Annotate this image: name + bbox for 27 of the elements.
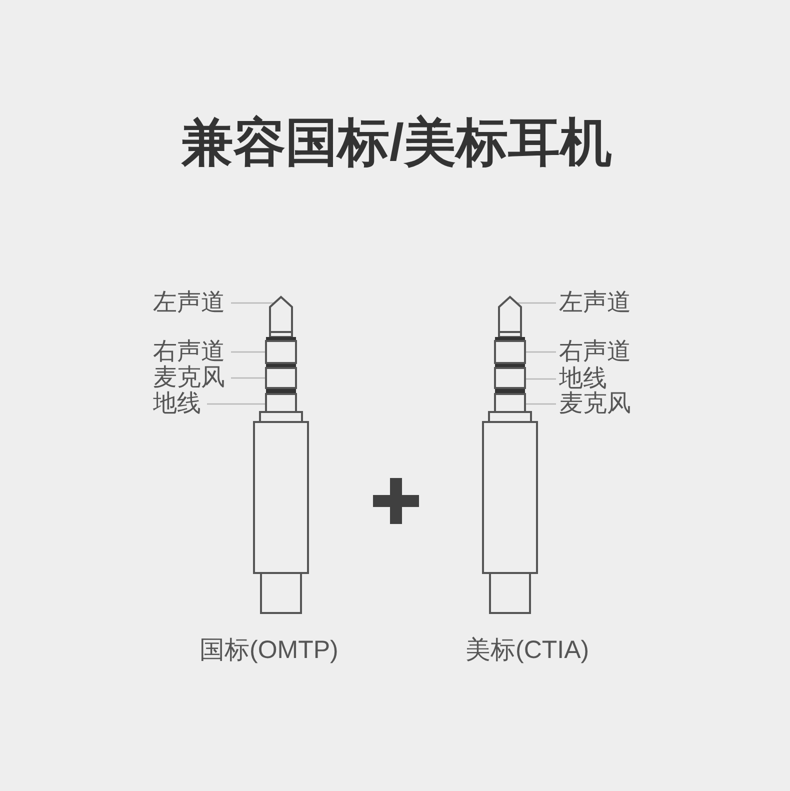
- leader-line: [231, 302, 274, 304]
- part-label: 麦克风: [559, 392, 631, 416]
- part-label: 右声道: [559, 340, 631, 364]
- part-label: 地线: [559, 367, 607, 391]
- part-label: 麦克风: [153, 366, 225, 390]
- plug-ring: [265, 367, 297, 389]
- leader-line: [231, 351, 265, 353]
- leader-line: [526, 378, 556, 380]
- caption: 国标(OMTP): [200, 638, 338, 662]
- part-label: 右声道: [153, 340, 225, 364]
- plug-sleeve: [265, 393, 297, 413]
- caption: 美标(CTIA): [466, 638, 590, 662]
- part-label: 地线: [153, 392, 201, 416]
- leader-line: [526, 351, 556, 353]
- plug-sleeve: [494, 393, 526, 413]
- part-label: 左声道: [559, 291, 631, 315]
- leader-line: [518, 302, 556, 304]
- plug-ring: [494, 367, 526, 389]
- leader-line: [207, 403, 265, 405]
- plug-ring: [494, 340, 526, 364]
- leader-line: [526, 403, 556, 405]
- leader-line: [231, 377, 265, 379]
- part-label: 左声道: [153, 291, 225, 315]
- plug-tip: [269, 296, 293, 333]
- plug-tip: [498, 296, 522, 333]
- plug-ring: [265, 340, 297, 364]
- title: 兼容国标/美标耳机: [182, 117, 612, 169]
